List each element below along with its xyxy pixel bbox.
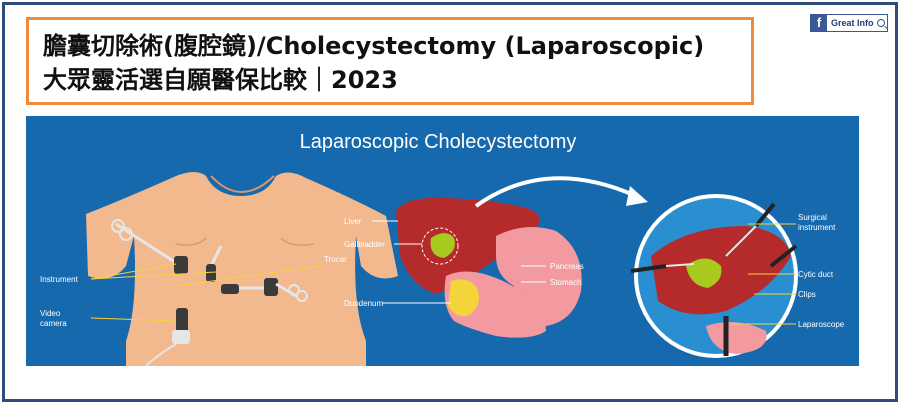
facebook-icon: f <box>811 15 827 31</box>
label-gallbladder: Gallbladder <box>344 240 385 249</box>
organs-illustration <box>396 197 582 338</box>
magnifier-icon <box>876 19 885 27</box>
label-camera: camera <box>40 319 67 328</box>
label-trocar: Trocar <box>324 255 347 264</box>
torso-illustration <box>86 172 398 366</box>
label-pancreas: Pancreas <box>550 262 584 271</box>
label-cytic-duct: Cytic duct <box>798 270 834 279</box>
title-box: 膽囊切除術(腹腔鏡)/Cholecystectomy (Laparoscopic… <box>26 17 754 105</box>
zoom-arrow <box>474 176 637 208</box>
badge-label: Great Info <box>831 18 874 28</box>
label-liver: Liver <box>344 217 362 226</box>
page-subtitle: 大眾靈活選自願醫保比較｜2023 <box>43 66 398 94</box>
label-laparoscope: Laparoscope <box>798 320 845 329</box>
label-instrument: Instrument <box>40 275 79 284</box>
label-surgical-instrument: instrument <box>798 223 836 232</box>
label-duodenum: Duodenum <box>344 299 383 308</box>
great-info-badge[interactable]: f Great Info <box>810 14 888 32</box>
label-surgical: Surgical <box>798 213 827 222</box>
cholecystectomy-diagram: Laparoscopic Cholecystectomy Instrument … <box>26 116 859 366</box>
label-video: Video <box>40 309 61 318</box>
page-title: 膽囊切除術(腹腔鏡)/Cholecystectomy (Laparoscopic… <box>43 32 705 60</box>
zoomed-detail <box>630 194 798 358</box>
trocar-instruments <box>111 219 308 366</box>
label-clips: Clips <box>798 290 816 299</box>
label-stomach: Stomach <box>550 278 582 287</box>
diagram-title: Laparoscopic Cholecystectomy <box>300 131 577 153</box>
